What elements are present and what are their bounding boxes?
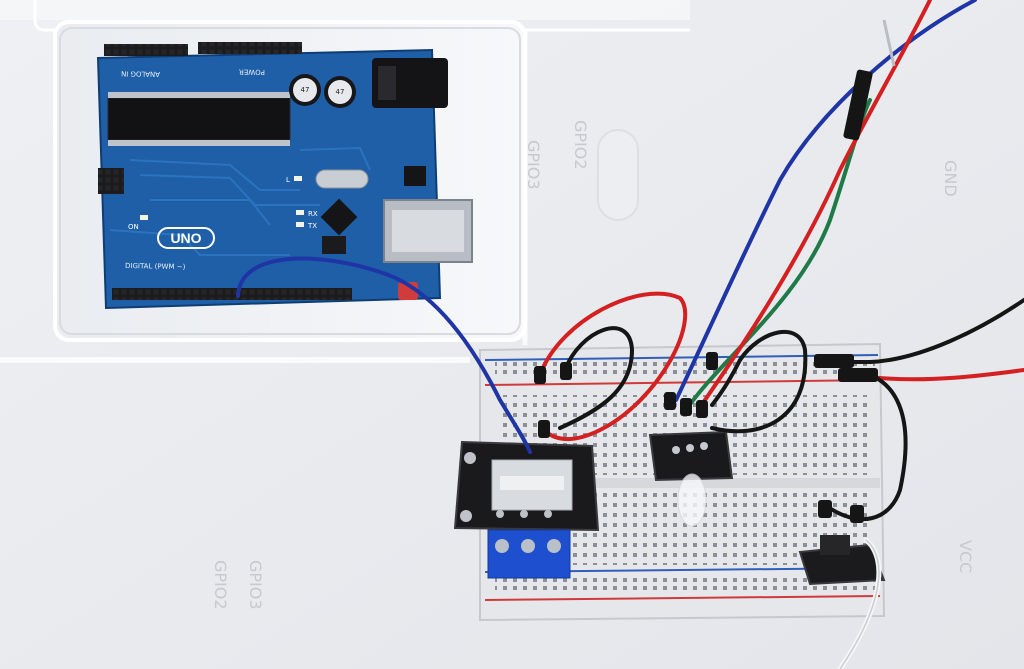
connector-black-7	[706, 352, 718, 370]
button-module-body[interactable]	[820, 535, 850, 555]
l-led-label: L	[286, 176, 290, 184]
on-led-label: ON	[128, 223, 139, 231]
icsp-header-2[interactable]	[322, 236, 346, 254]
digital-header-label: DIGITAL (PWM ~)	[125, 262, 186, 271]
jumper-connectors	[534, 19, 896, 523]
arduino-uno-board: ANALOG IN POWER DIGITAL (PWM ~) 47 47	[96, 42, 473, 310]
connector-black-4	[664, 392, 676, 410]
tx-led-label: TX	[307, 222, 317, 230]
on-led	[140, 215, 148, 220]
tray-mark-1: GPIO2	[571, 120, 590, 170]
connector-black-11	[850, 505, 864, 523]
usb-controller-chip	[320, 198, 358, 236]
connector-black-5	[680, 398, 692, 416]
capacitor-2-label: 47	[336, 88, 345, 96]
connector-black-9	[838, 368, 878, 382]
connector-black-8	[814, 354, 854, 368]
atmega-chip	[107, 97, 291, 141]
uno-logo-text: UNO	[170, 230, 201, 246]
clear-led-component	[677, 473, 707, 527]
rx-led	[296, 210, 304, 215]
tray-mark-2: GPIO3	[524, 140, 543, 190]
wire-black-short-1	[558, 326, 635, 430]
wire-black-right	[818, 298, 1024, 364]
wire-red-arduino-area	[538, 291, 688, 442]
screw-1[interactable]	[495, 539, 509, 553]
connector-black-tip	[843, 69, 873, 141]
bottom-power-rail[interactable]	[495, 576, 875, 592]
connector-black-2	[560, 362, 572, 380]
capacitor-1-label: 47	[301, 86, 310, 94]
tray-mark-6: GPIO3	[246, 560, 265, 610]
tx-led	[296, 222, 304, 227]
rx-led-label: RX	[308, 210, 318, 218]
relay-module	[453, 440, 600, 579]
screw-2[interactable]	[521, 539, 535, 553]
tray-mark-4: VCC	[956, 540, 975, 573]
sensor-module	[648, 430, 734, 527]
power-header-label: POWER	[239, 68, 265, 76]
wire-red-long	[696, 0, 932, 412]
tray-mark-5: GPIO2	[211, 560, 230, 610]
button-module	[798, 535, 886, 586]
wire-black-loop	[710, 330, 808, 434]
tray-print-marks: GPIO2 GPIO3 GND VCC GPIO2 GPIO3	[211, 120, 975, 610]
screw-terminal-block[interactable]	[487, 529, 571, 579]
wire-blue-from-arduino	[236, 256, 532, 454]
connector-black-10	[818, 500, 832, 518]
wire-red-right	[848, 368, 1024, 382]
connector-black-6	[696, 400, 708, 418]
connector-black-1	[534, 366, 546, 384]
l-led	[294, 176, 302, 181]
small-chip	[404, 166, 426, 186]
tray-mark-3: GND	[941, 160, 960, 197]
analog-header-label: ANALOG IN	[121, 69, 160, 78]
top-power-rail[interactable]	[495, 362, 875, 378]
screw-3[interactable]	[547, 539, 561, 553]
crystal-oscillator	[315, 169, 369, 189]
uno-logo: UNO	[157, 227, 215, 249]
connector-black-3	[538, 420, 550, 438]
